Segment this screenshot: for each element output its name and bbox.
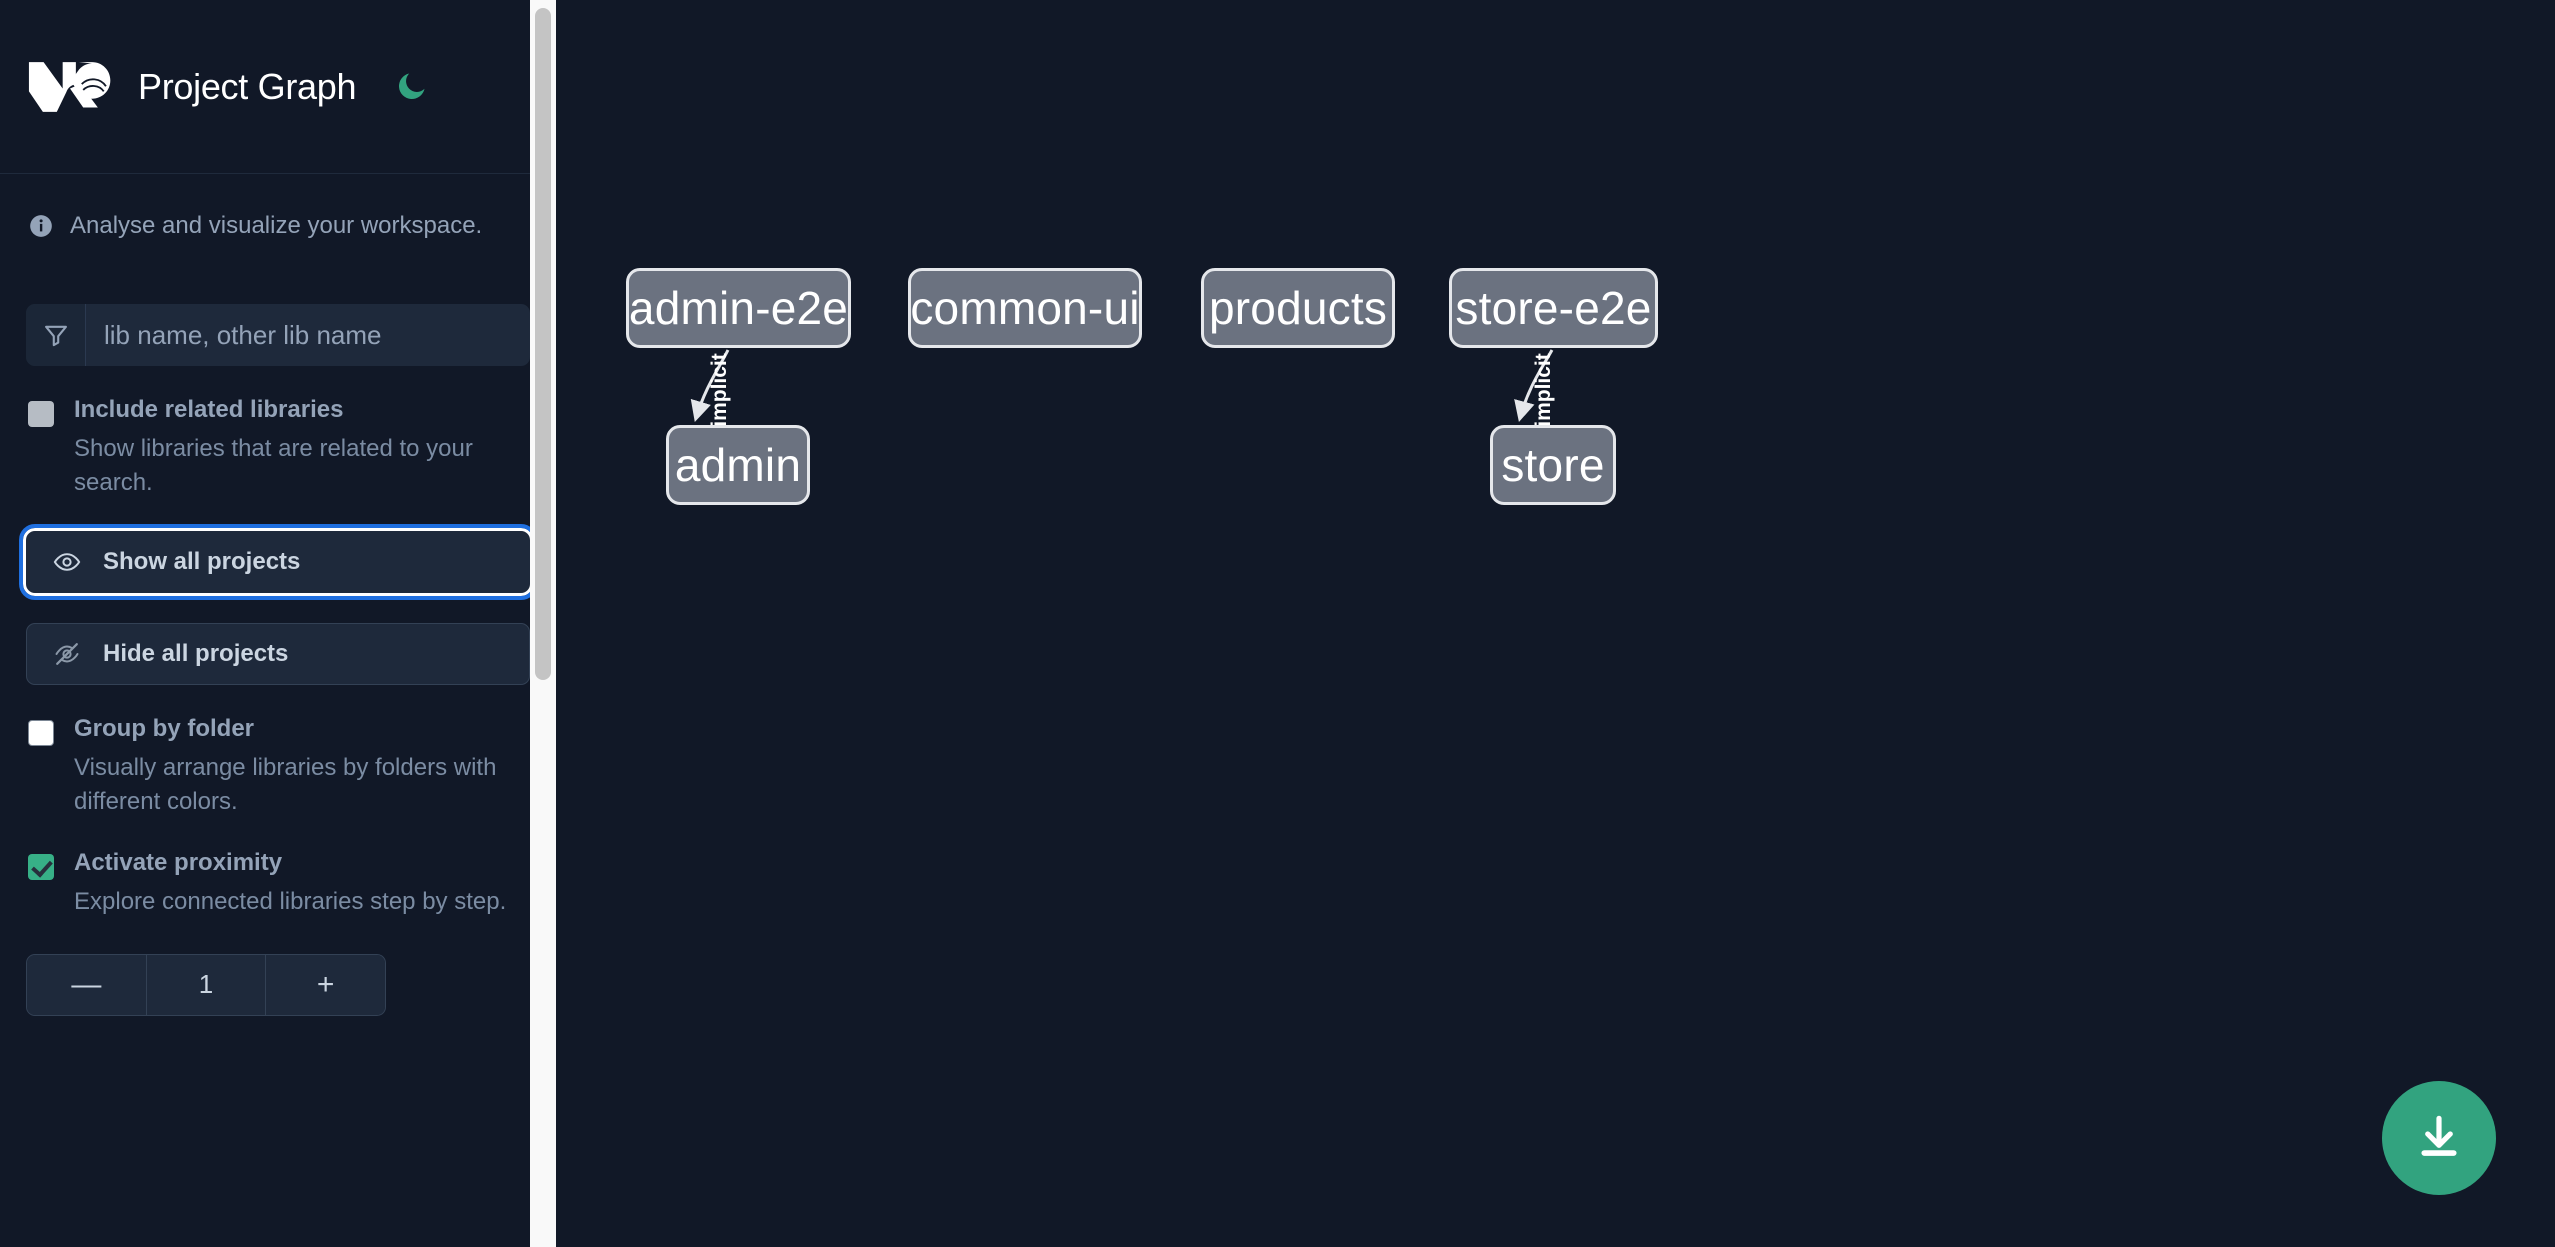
sidebar-scrollbar[interactable]	[530, 0, 556, 1247]
stepper-increment-button[interactable]: +	[266, 954, 385, 1015]
option-description: Visually arrange libraries by folders wi…	[74, 753, 497, 816]
graph-node-store[interactable]: store	[1490, 425, 1616, 505]
checkbox-include-related-libraries[interactable]	[28, 401, 54, 427]
hide-all-projects-label: Hide all projects	[103, 639, 289, 667]
graph-edges	[690, 349, 1554, 423]
stepper-decrement-button[interactable]: —	[27, 954, 146, 1015]
sidebar: Project Graph Analyse and visualize your…	[0, 0, 556, 1247]
option-description: Show libraries that are related to your …	[74, 435, 473, 497]
graph-node-store-e2e[interactable]: store-e2e	[1449, 268, 1658, 348]
sidebar-tagline: Analyse and visualize your workspace.	[26, 174, 530, 278]
checkbox-activate-proximity[interactable]	[28, 854, 54, 881]
eye-icon	[53, 548, 81, 576]
show-all-projects-button[interactable]: Show all projects	[19, 523, 537, 600]
sidebar-tagline-text: Analyse and visualize your workspace.	[70, 212, 483, 239]
search-input[interactable]	[86, 304, 530, 366]
graph-canvas[interactable]: implicit implicit admin-e2e common-ui pr…	[556, 0, 2555, 1247]
proximity-stepper: — 1 +	[26, 953, 386, 1016]
graph-node-common-ui[interactable]: common-ui	[908, 268, 1142, 348]
graph-node-admin-e2e[interactable]: admin-e2e	[626, 268, 851, 348]
info-icon	[28, 213, 54, 239]
checkbox-group-by-folder[interactable]	[28, 719, 54, 746]
sidebar-header: Project Graph	[0, 0, 556, 174]
option-label: Activate proximity	[74, 849, 283, 877]
sidebar-scrollbar-thumb[interactable]	[535, 8, 551, 680]
download-button[interactable]	[2382, 1081, 2496, 1195]
hide-all-projects-button[interactable]: Hide all projects	[26, 622, 530, 685]
edge-admin-e2e-admin	[690, 349, 730, 423]
filter-row	[26, 304, 530, 366]
option-label: Include related libraries	[74, 396, 344, 423]
eye-off-icon	[53, 640, 81, 668]
option-include-related-libraries[interactable]: Include related libraries Show libraries…	[26, 394, 530, 501]
option-group-by-folder[interactable]: Group by folder Visually arrange librari…	[26, 713, 530, 820]
page-title: Project Graph	[138, 65, 357, 107]
option-label: Group by folder	[74, 714, 254, 742]
show-all-projects-label: Show all projects	[103, 547, 301, 575]
option-description: Explore connected libraries step by step…	[74, 888, 507, 916]
filter-funnel-icon	[26, 304, 86, 366]
stepper-value: 1	[145, 954, 267, 1015]
nx-logo-icon	[26, 57, 114, 117]
sidebar-body: Analyse and visualize your workspace. In…	[0, 174, 556, 1016]
option-activate-proximity[interactable]: Activate proximity Explore connected lib…	[26, 847, 530, 919]
edge-store-e2e-store	[1514, 349, 1554, 423]
graph-node-admin[interactable]: admin	[666, 425, 810, 505]
download-icon	[2413, 1111, 2465, 1166]
graph-node-products[interactable]: products	[1201, 268, 1395, 348]
moon-icon[interactable]	[392, 68, 430, 106]
